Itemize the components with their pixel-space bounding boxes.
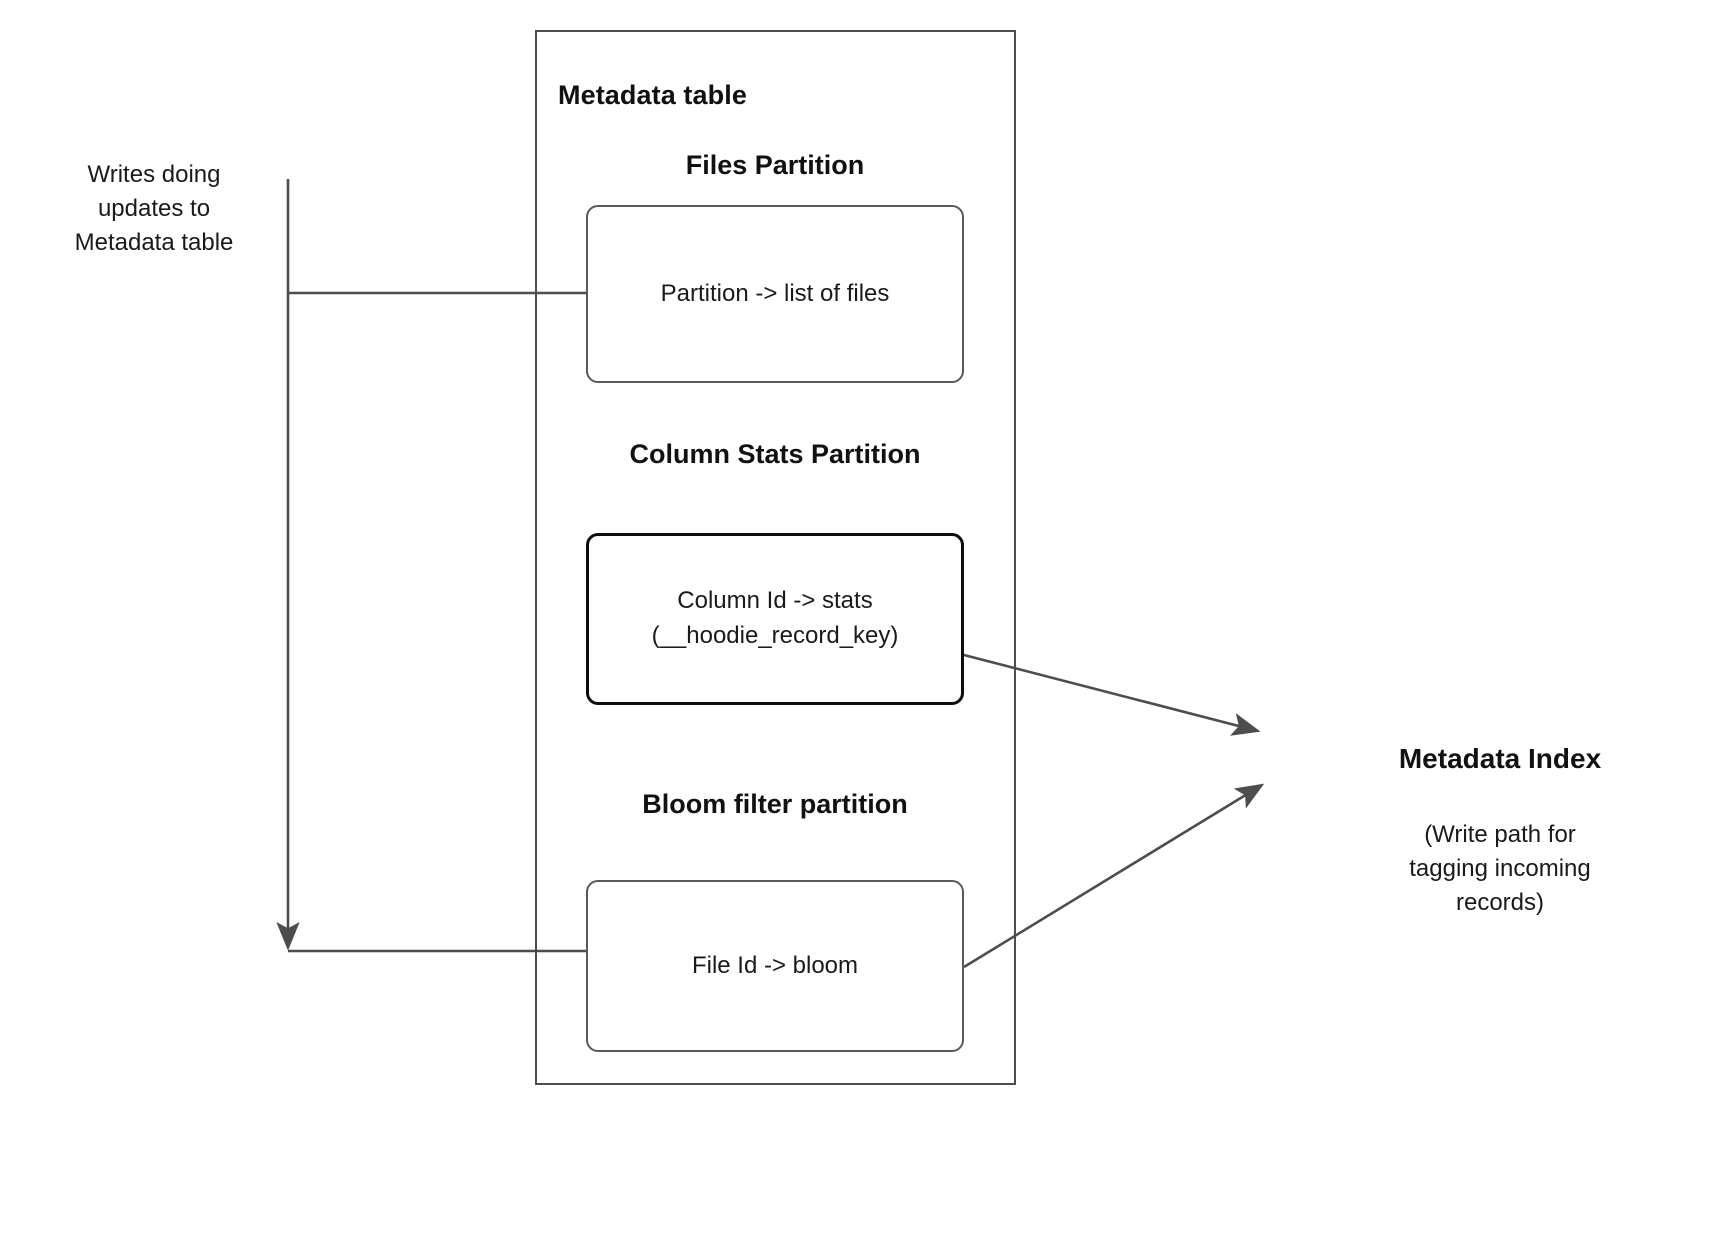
files-partition-box[interactable]: Partition -> list of files — [586, 205, 964, 383]
bloom-filter-partition-heading: Bloom filter partition — [642, 789, 908, 819]
column-stats-partition-heading: Column Stats Partition — [629, 439, 921, 469]
write-path-annotation: Writes doing updates to Metadata table — [74, 161, 234, 257]
metadata-index-note: (Write path for tagging incoming records… — [1409, 821, 1591, 917]
files-partition-heading: Files Partition — [685, 150, 865, 180]
metadata-index-label: Metadata Index — [1398, 743, 1602, 774]
metadata-table-container — [535, 30, 1016, 1085]
column-stats-partition-box[interactable]: Column Id -> stats (__hoodie_record_key) — [586, 533, 964, 705]
bloom-filter-partition-box[interactable]: File Id -> bloom — [586, 880, 964, 1052]
metadata-table-title: Metadata table — [558, 80, 747, 110]
